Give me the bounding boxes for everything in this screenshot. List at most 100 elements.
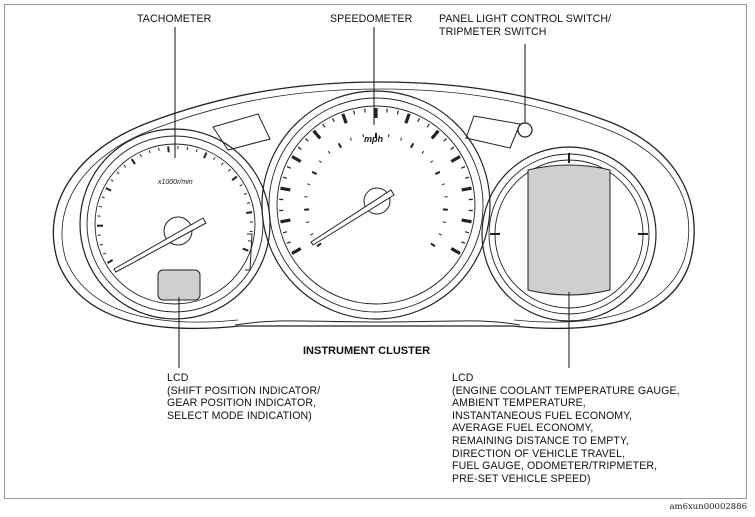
figure-caption: INSTRUMENT CLUSTER [303,345,431,357]
speedometer-tick [461,186,472,192]
speedometer-tick [353,110,356,115]
speedometer-inner-tick [442,221,446,224]
speedometer-tick [286,166,291,169]
tachometer-tick [195,149,198,153]
cluster-housing-inner [61,88,690,323]
speedometer-tick [450,155,461,163]
speedometer-inner-tick [311,170,318,175]
callout-speedometer: SPEEDOMETER [330,13,413,25]
speedometer-tick [404,113,411,124]
reference-code: am6xun00002886 [669,502,747,512]
speedometer-tick [386,108,388,113]
speedometer-tick [282,231,288,234]
speedometer-tick [322,123,326,128]
speedometer-inner-tick [307,183,311,186]
tachometer-tick [110,179,114,182]
speedometer-inner-tick [434,170,441,175]
lcd-shift-indicator [157,269,201,301]
speedometer-needle [310,189,395,246]
tachometer-unit-label: x1000r/min [157,179,193,186]
cluster-lower-ledge [234,320,521,326]
speedometer-inner-tick [441,183,445,186]
speedometer-inner-tick [430,160,434,164]
speedometer-tick [297,146,302,150]
tachometer-tick [98,205,103,208]
speedometer-scale-ticks [279,108,473,255]
tachometer-tick [186,146,189,151]
speedometer-tick [430,129,440,140]
speedometer-inner-tick [349,137,352,141]
cluster-housing [52,81,695,330]
speedometer-inner-tick [306,221,310,224]
speedometer-tick [291,155,302,163]
speedometer-tick [286,241,291,244]
speedometer-tick [396,110,399,115]
tachometer-tick [158,147,160,151]
speedometer-tick [450,247,461,255]
speedometer-tick [312,129,322,140]
speedometer-inner-tick [310,233,314,236]
tachometer-tick [213,156,216,160]
tachometer-tick [148,150,151,154]
speedometer-tick [282,176,288,179]
speedometer-unit-label: mph [364,134,384,144]
panel-light-switch-knob [517,122,533,138]
speedometer-inner-tick [388,134,390,138]
speedometer-tick [304,137,309,142]
tachometer-redzone [245,233,253,271]
tachometer-tick [246,202,251,204]
speedometer-tick [341,113,348,124]
speedometer-inner-tick [337,142,343,149]
speedometer-tick [280,186,291,192]
speedometer-tick [364,108,366,113]
speedometer-inner-tick [438,233,442,236]
callout-tachometer: TACHOMETER [137,13,212,25]
tachometer-tick [220,162,224,166]
tachometer-tick [203,152,208,159]
speedometer-gauge: mph [261,90,491,320]
tachometer-tick [231,175,238,181]
tachometer-tick [242,247,249,252]
tachometer-tick [243,192,247,195]
tachometer-tick [105,187,112,192]
callout-panel-light-switch: PANEL LIGHT CONTROL SWITCH/ TRIPMETER SW… [439,13,612,38]
tachometer-scale-ticks [96,146,254,264]
tachometer-tick [123,164,127,168]
speedometer-inner-tick [430,242,436,248]
speedometer-tick [464,231,470,234]
indicator-window-right [465,115,521,149]
tachometer-tick [247,240,252,242]
speedometer-inner-tick [318,160,322,164]
speedometer-tick [450,146,455,150]
speedometer-tick [331,118,335,123]
speedometer-tick [280,218,291,224]
callout-lcd-multi-information: LCD (ENGINE COOLANT TEMPERATURE GAUGE, A… [452,372,680,485]
tachometer-tick [101,196,105,199]
speedometer-tick [461,218,472,224]
tachometer-tick [239,184,243,187]
tachometer-needle [113,217,207,273]
speedometer-tick [417,118,421,123]
tachometer-tick [102,252,107,255]
speedometer-hub [363,187,391,215]
lcd-multi-information-display [527,164,611,296]
figure-frame [4,4,747,499]
tachometer-tick [130,158,136,165]
speedometer-tick [291,247,302,255]
tachometer-tick [167,146,170,153]
speedometer-tick [464,176,470,179]
speedometer-tick [461,241,466,244]
tachometer-tick [106,259,114,264]
speedometer-inner-tick [400,137,403,141]
tachometer-tick [227,168,231,172]
tachometer-tick [246,211,253,214]
speedometer-tick [426,123,430,128]
speedometer-tick [461,166,466,169]
speedometer-inner-tick [362,134,364,138]
speedometer-inner-tick [421,150,425,154]
speedometer-inner-tick [409,142,415,149]
speedometer-tick [443,137,448,142]
speedometer-inner-tick [316,242,322,248]
callout-lcd-shift-indicator: LCD (SHIFT POSITION INDICATOR/ GEAR POSI… [167,372,321,422]
